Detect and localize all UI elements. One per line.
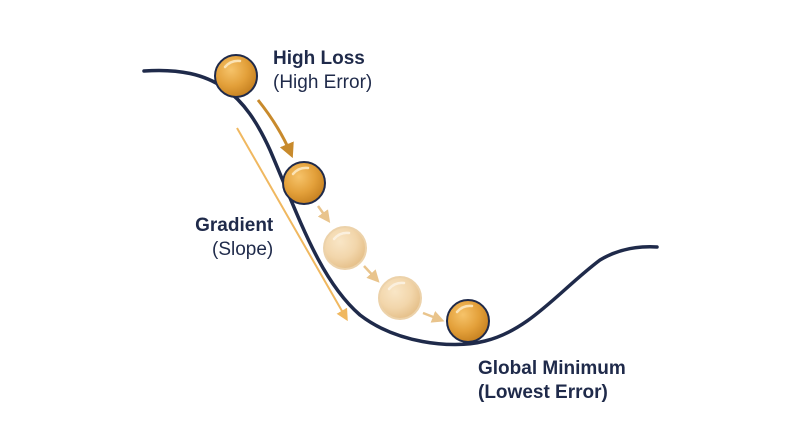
global-minimum-title: Global Minimum <box>478 358 626 379</box>
ball-step-3 <box>378 276 422 320</box>
high-loss-subtitle: (High Error) <box>273 72 373 93</box>
gradient-subtitle: (Slope) <box>212 239 274 260</box>
loss-curve <box>142 68 659 347</box>
step-arrow-2 <box>316 205 331 224</box>
ball-step-2 <box>323 226 367 270</box>
gradient-title: Gradient <box>195 215 274 236</box>
global-minimum-label: Global Minimum (Lowest Error) <box>478 357 626 405</box>
gradient-label: Gradient (Slope) <box>193 214 273 262</box>
gradient-slope-line <box>236 127 348 322</box>
step-arrow-3 <box>363 265 380 283</box>
ball-start <box>214 54 258 98</box>
high-loss-label: High Loss (High Error) <box>273 47 372 95</box>
high-loss-title: High Loss <box>273 48 365 69</box>
step-arrow-4 <box>422 311 445 323</box>
step-arrow-1 <box>256 99 294 159</box>
ball-step-1 <box>282 161 326 205</box>
global-minimum-subtitle: (Lowest Error) <box>478 382 608 403</box>
ball-minimum <box>446 299 490 343</box>
